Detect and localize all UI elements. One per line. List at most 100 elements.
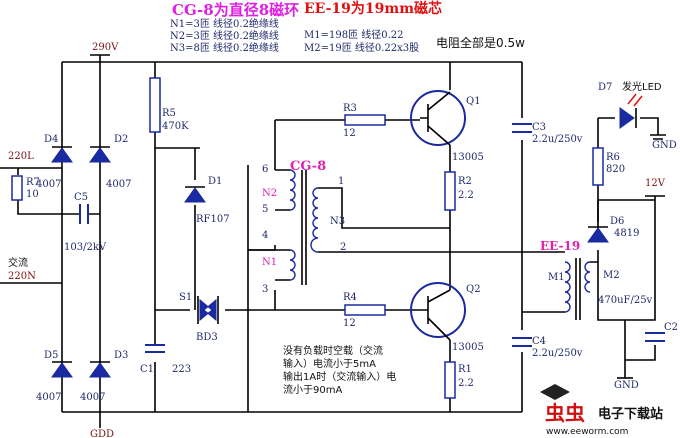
capacitor-c4 [512,337,532,347]
component-label: 12 [343,128,356,139]
resistor-r7 [11,175,23,201]
component-label: R2 [458,176,472,187]
component-label: 12 [343,318,356,329]
component-label: 820 [606,164,625,175]
capacitor-c2 [645,332,665,342]
component-label: GND [652,140,677,151]
n3-spec: N3=8匝 线径0.2绝缘线 [170,41,279,54]
component-label: N3 [330,216,345,227]
diode-d4 [51,146,73,163]
component-label: N2 [262,188,277,199]
component-label: 13005 [452,152,484,163]
resistor-r4 [344,304,386,316]
component-label: R3 [343,103,357,114]
component-label: R5 [162,108,176,119]
diode-d2 [89,146,111,163]
component-label: 4 [262,230,268,241]
component-label: D7 [598,82,612,93]
diode-d5 [51,361,73,378]
component-label: M1 [548,272,565,283]
component-label: GDD [90,429,114,438]
resistor-r1 [444,361,456,399]
component-label: R7 [26,177,40,188]
transformer-cg8 [248,169,319,285]
component-label: C5 [74,192,88,203]
transistor-q1 [410,90,466,146]
component-label: 10 [26,189,39,200]
component-label: 电子下载站 [598,406,663,422]
component-label: D6 [610,216,624,227]
component-label: BD3 [196,332,218,343]
component-label: 输出1A时（交流输入）电 [283,370,396,383]
component-label: R4 [343,292,357,303]
component-label: C2 [664,322,678,333]
component-label: 4007 [80,392,105,403]
diode-d1 [184,186,206,203]
component-label: 输入）电流小于5mA [283,357,376,370]
component-label: 220N [8,271,36,282]
component-label: 1 [338,176,344,187]
transformer-ee19 [522,258,591,320]
n1-spec: N1=3匝 线径0.2绝缘线 [170,17,279,30]
component-label: 2.2u/250v [532,134,583,145]
component-label: 4007 [106,179,131,190]
component-label: D5 [44,350,58,361]
component-label: 发光LED [622,80,662,93]
component-label: 2.2u/250v [532,348,583,359]
component-label: 470K [162,121,189,132]
component-label: S1 [179,292,192,303]
resistor-r3 [344,114,386,126]
transistor-q2 [410,282,466,341]
component-label: R1 [458,364,472,375]
component-label: 流小于90mA [283,383,342,396]
component-label: C4 [532,336,546,347]
component-label: 4819 [614,228,639,239]
diac-s1 [197,296,219,324]
component-label: RF107 [196,214,230,225]
ground-symbol [650,134,666,140]
capacitor-c3 [512,123,532,133]
component-label: 290V [92,42,119,53]
svg-text:虫虫: 虫虫 [545,401,585,425]
diode-d3 [89,361,111,378]
component-label: 223 [172,364,191,375]
component-label: D4 [44,134,58,145]
component-label: 220L [8,151,34,162]
cg8-title: CG-8为直径8磁环 [172,1,299,19]
m1-spec: M1=198匝 线径0.22 [304,28,404,41]
component-label: 5 [262,204,268,215]
component-label: C3 [532,122,546,133]
component-label: C1 [140,364,154,375]
component-label: R6 [606,152,620,163]
component-label: 4007 [36,392,61,403]
component-label: 2 [340,242,346,253]
resistor-r2 [444,171,456,211]
ee19-title: EE-19为19mm磁芯 [304,0,442,17]
capacitor-c5 [79,204,89,224]
component-label: D2 [114,134,128,145]
component-label: D1 [208,176,222,187]
diode-d6 [587,226,609,243]
component-label: 交流 [8,256,28,269]
component-label: EE-19 [540,239,580,253]
component-label: D3 [114,350,128,361]
component-label: GND [614,380,639,391]
component-label: Q2 [466,284,481,295]
component-label: N1 [262,257,277,268]
component-label: 没有负载时空载（交流 [283,344,383,357]
led-d7 [619,93,643,129]
component-label: 13005 [452,342,484,353]
wires [0,54,659,428]
resistor-note: 电阻全部是0.5w [436,35,525,50]
capacitor-c1 [145,344,165,353]
resistor-r5 [149,77,161,133]
component-label: CG-8 [290,159,326,174]
component-label: 3 [262,284,268,295]
n2-spec: N2=3匝 线径0.2绝缘线 [170,29,279,42]
current-note: 没有负载时空载（交流 输入）电流小于5mA 输出1A时（交流输入）电 流小于90… [283,344,396,396]
component-label: 6 [262,164,268,175]
component-label: www.eeworm.com [546,427,628,437]
